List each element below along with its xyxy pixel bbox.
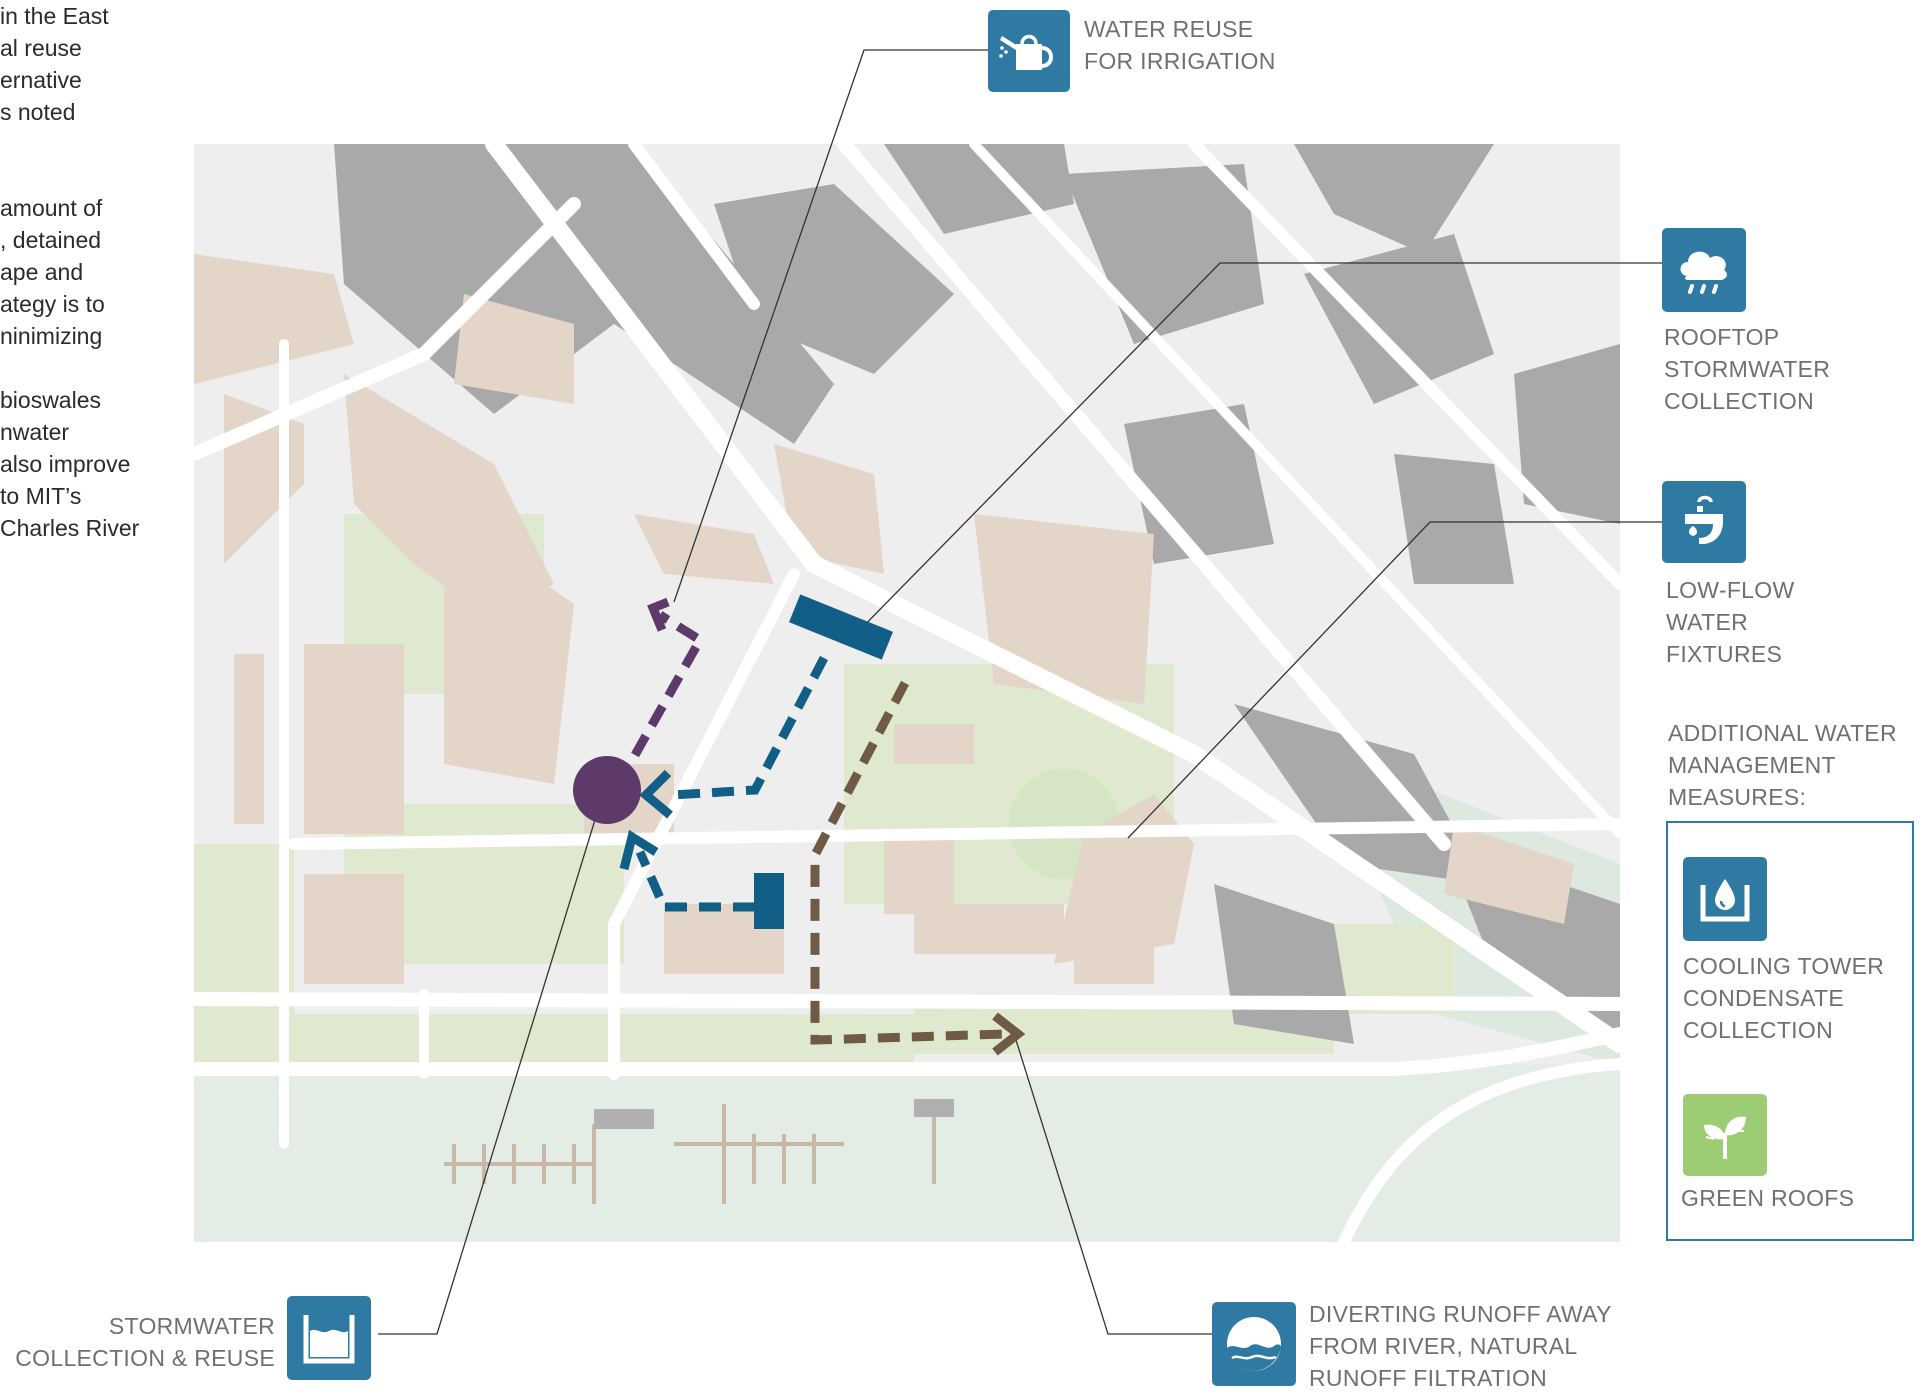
green-roofs-icon-box [1683,1094,1767,1176]
label-line: STORMWATER [108,1313,275,1339]
building [304,644,404,834]
cooling-label: COOLING TOWER CONDENSATE COLLECTION [1683,950,1884,1046]
label-line: WATER [1666,609,1748,635]
heading-line: MEASURES: [1668,784,1807,810]
low-flow-icon-box [1662,481,1746,563]
additional-measures-box [1666,821,1914,1241]
building [304,874,404,984]
watering-can-icon [999,34,1053,70]
faucet-icon [1685,495,1723,544]
building [234,654,264,824]
label-line: FOR IRRIGATION [1084,48,1276,74]
building [454,294,574,404]
text-line: , detained [0,227,102,253]
water-reuse-icon-box [988,10,1070,92]
label-line: COLLECTION & REUSE [15,1345,275,1371]
label-line: ROOFTOP [1664,324,1780,350]
paragraph-gap [0,128,160,160]
label-line: FROM RIVER, NATURAL [1309,1333,1578,1359]
cooling-icon-box [1683,857,1767,941]
paragraph-gap [0,160,160,192]
text-line: ategy is to [0,291,105,317]
stormwater-icon-box [287,1296,371,1380]
heading-line: ADDITIONAL WATER [1668,720,1897,746]
label-line: RUNOFF FILTRATION [1309,1365,1548,1391]
rooftop-icon-box [1662,228,1746,312]
label-line: DIVERTING RUNOFF AWAY [1309,1301,1612,1327]
diverting-icon-box [1212,1302,1296,1386]
building [914,904,1064,954]
building [194,254,354,384]
label-line: COLLECTION [1664,388,1814,414]
water-tank-icon [303,1315,355,1364]
text-line: Charles River [0,515,140,541]
low-flow-label: LOW-FLOW WATER FIXTURES [1666,574,1794,670]
additional-measures-heading: ADDITIONAL WATER MANAGEMENT MEASURES: [1668,717,1897,813]
label-line: WATER REUSE [1084,16,1254,42]
wave-circle-icon [1227,1317,1281,1371]
label-line: CONDENSATE [1683,985,1845,1011]
text-line: also improve [0,451,131,477]
stormwater-label: STORMWATER COLLECTION & REUSE [15,1310,275,1374]
dock-structure [594,1109,654,1129]
left-paragraph: in the East al reuse ernative s noted am… [0,0,160,544]
diverting-label: DIVERTING RUNOFF AWAY FROM RIVER, NATURA… [1309,1298,1612,1394]
site-map [194,144,1620,1242]
sprout-icon [1704,1116,1746,1159]
green-roofs-label: GREEN ROOFS [1681,1182,1854,1214]
text-line: in the East [0,3,109,29]
text-line: ernative [0,67,82,93]
green-space [294,1014,914,1064]
text-line: bioswales [0,387,101,413]
label-line: FIXTURES [1666,641,1783,667]
condensate-drop-icon [1700,879,1750,922]
dark-building [1294,144,1494,254]
label-line: COOLING TOWER [1683,953,1885,979]
building [1074,944,1154,984]
label-line: LOW-FLOW [1666,577,1795,603]
text-line: s noted [0,99,76,125]
text-line: nwater [0,419,70,445]
building [1444,824,1574,924]
water-reuse-label: WATER REUSE FOR IRRIGATION [1084,13,1276,77]
rooftop-label: ROOFTOP STORMWATER COLLECTION [1664,321,1830,417]
rain-cloud-icon [1680,251,1727,294]
building [974,514,1154,704]
building [444,514,574,784]
label-line: STORMWATER [1664,356,1831,382]
dock-structure [914,1099,954,1117]
building [664,904,784,974]
text-line: amount of [0,195,103,221]
label-line: COLLECTION [1683,1017,1833,1043]
text-line: to MIT’s [0,483,82,509]
text-line: ape and [0,259,84,285]
text-line: al reuse [0,35,82,61]
text-line: ninimizing [0,323,103,349]
building [884,834,954,914]
paragraph-gap [0,352,160,384]
green-space [194,844,294,1064]
building [894,724,974,764]
heading-line: MANAGEMENT [1668,752,1836,778]
label-line: GREEN ROOFS [1681,1185,1855,1211]
